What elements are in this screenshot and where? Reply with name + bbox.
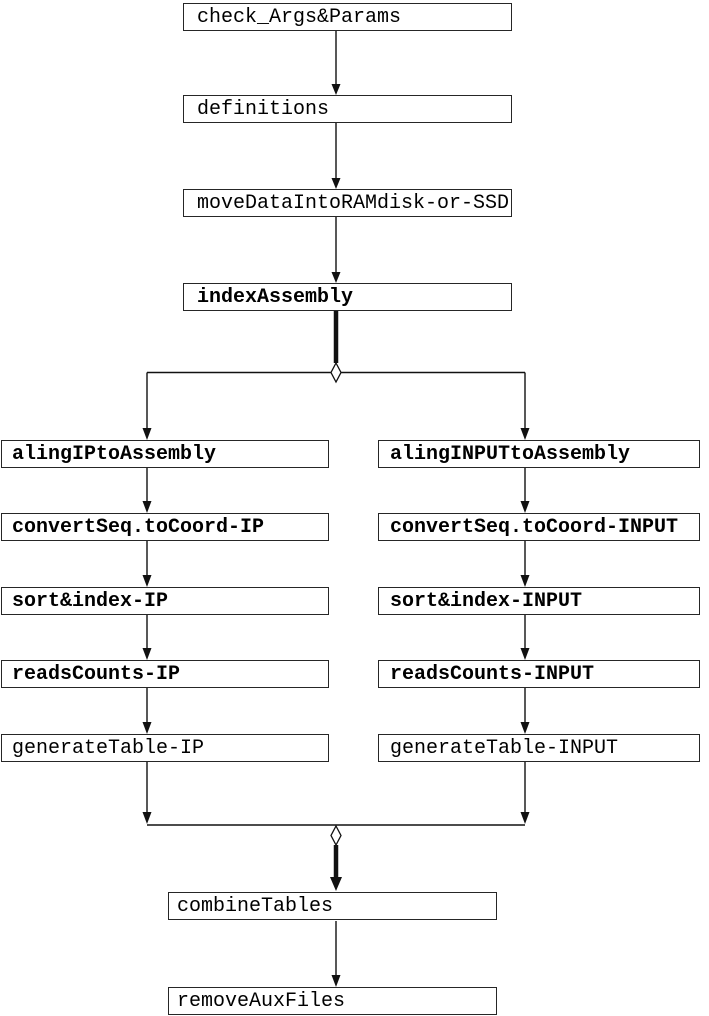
node-sort-index-ip: sort&index-IP (1, 587, 329, 615)
arrowhead-icon (142, 428, 152, 440)
node-sort-index-input: sort&index-INPUT (378, 587, 700, 615)
arrowhead-icon (330, 877, 342, 891)
node-check-args-params: check_Args&Params (183, 3, 512, 31)
node-generate-table-input: generateTable-INPUT (378, 734, 700, 762)
arrowhead-icon (520, 501, 530, 513)
arrowhead-icon (331, 84, 341, 95)
node-convert-seq-to-coord-ip: convertSeq.toCoord-IP (1, 513, 329, 541)
merge-diamond-icon (330, 824, 342, 847)
arrowhead-icon (142, 575, 152, 587)
node-remove-aux-files: removeAuxFiles (168, 987, 497, 1015)
node-convert-seq-to-coord-input: convertSeq.toCoord-INPUT (378, 513, 700, 541)
arrowhead-icon (142, 812, 152, 824)
arrowhead-icon (520, 428, 530, 440)
node-aling-ip-to-assembly: alingIPtoAssembly (1, 440, 329, 468)
arrowhead-icon (520, 648, 530, 660)
arrowhead-icon (331, 272, 341, 283)
arrowheads (142, 84, 530, 987)
node-move-data-into-ramdisk: moveDataIntoRAMdisk-or-SSD (183, 189, 512, 217)
arrowhead-icon (142, 722, 152, 734)
fork-diamond-icon (330, 361, 342, 384)
node-index-assembly: indexAssembly (183, 283, 512, 311)
node-definitions: definitions (183, 95, 512, 123)
node-aling-input-to-assembly: alingINPUTtoAssembly (378, 440, 700, 468)
arrowhead-icon (520, 812, 530, 824)
arrowhead-icon (142, 501, 152, 513)
arrowhead-icon (331, 178, 341, 189)
arrowhead-icon (520, 722, 530, 734)
fork-markers (330, 361, 342, 847)
node-generate-table-ip: generateTable-IP (1, 734, 329, 762)
arrowhead-icon (520, 575, 530, 587)
arrowhead-icon (142, 648, 152, 660)
node-combine-tables: combineTables (168, 892, 497, 920)
node-reads-counts-ip: readsCounts-IP (1, 660, 329, 688)
arrowhead-icon (331, 975, 341, 987)
node-reads-counts-input: readsCounts-INPUT (378, 660, 700, 688)
